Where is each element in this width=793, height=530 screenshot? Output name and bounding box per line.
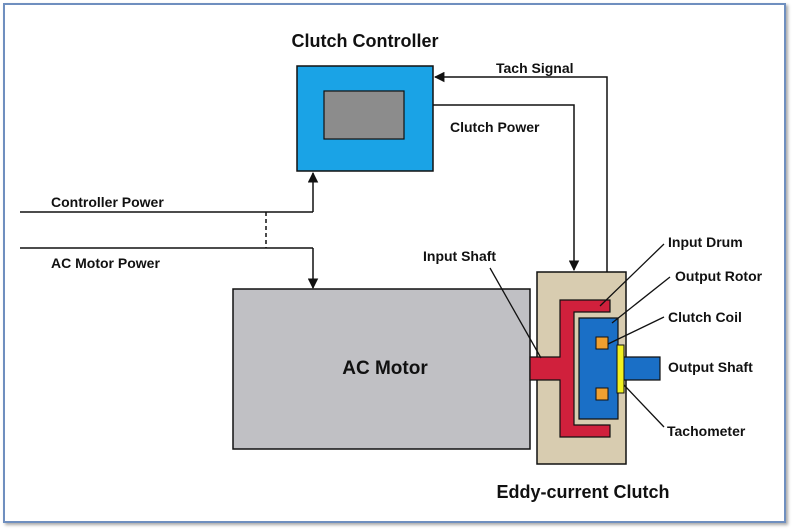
tach-signal-label: Tach Signal [496, 60, 574, 76]
input-drum-shape [529, 299, 611, 438]
tach-signal-line [433, 71, 608, 272]
tachometer-disc [616, 344, 625, 394]
clutch-power-line [433, 104, 580, 272]
output-rotor-label: Output Rotor [675, 268, 763, 284]
eddy-current-clutch-label: Eddy-current Clutch [496, 482, 669, 502]
tachometer-label: Tachometer [667, 423, 746, 439]
clutch-coil-top [595, 336, 609, 350]
clutch-coil-bottom [595, 387, 609, 401]
ac-motor-box [232, 288, 531, 450]
ac-motor-power-label: AC Motor Power [51, 255, 160, 271]
callout-lines [489, 243, 671, 428]
ac-motor-label: AC Motor [342, 358, 428, 379]
clutch-controller-box [296, 65, 434, 172]
controller-power-label: Controller Power [51, 194, 164, 210]
output-shaft-label: Output Shaft [668, 359, 753, 375]
clutch-coil-label: Clutch Coil [668, 309, 742, 325]
input-drum-label: Input Drum [668, 234, 743, 250]
input-shaft-label: Input Shaft [423, 248, 496, 264]
controller-display [323, 90, 405, 140]
clutch-controller-label: Clutch Controller [292, 31, 439, 51]
clutch-power-label: Clutch Power [450, 119, 540, 135]
power-lines [20, 171, 319, 290]
